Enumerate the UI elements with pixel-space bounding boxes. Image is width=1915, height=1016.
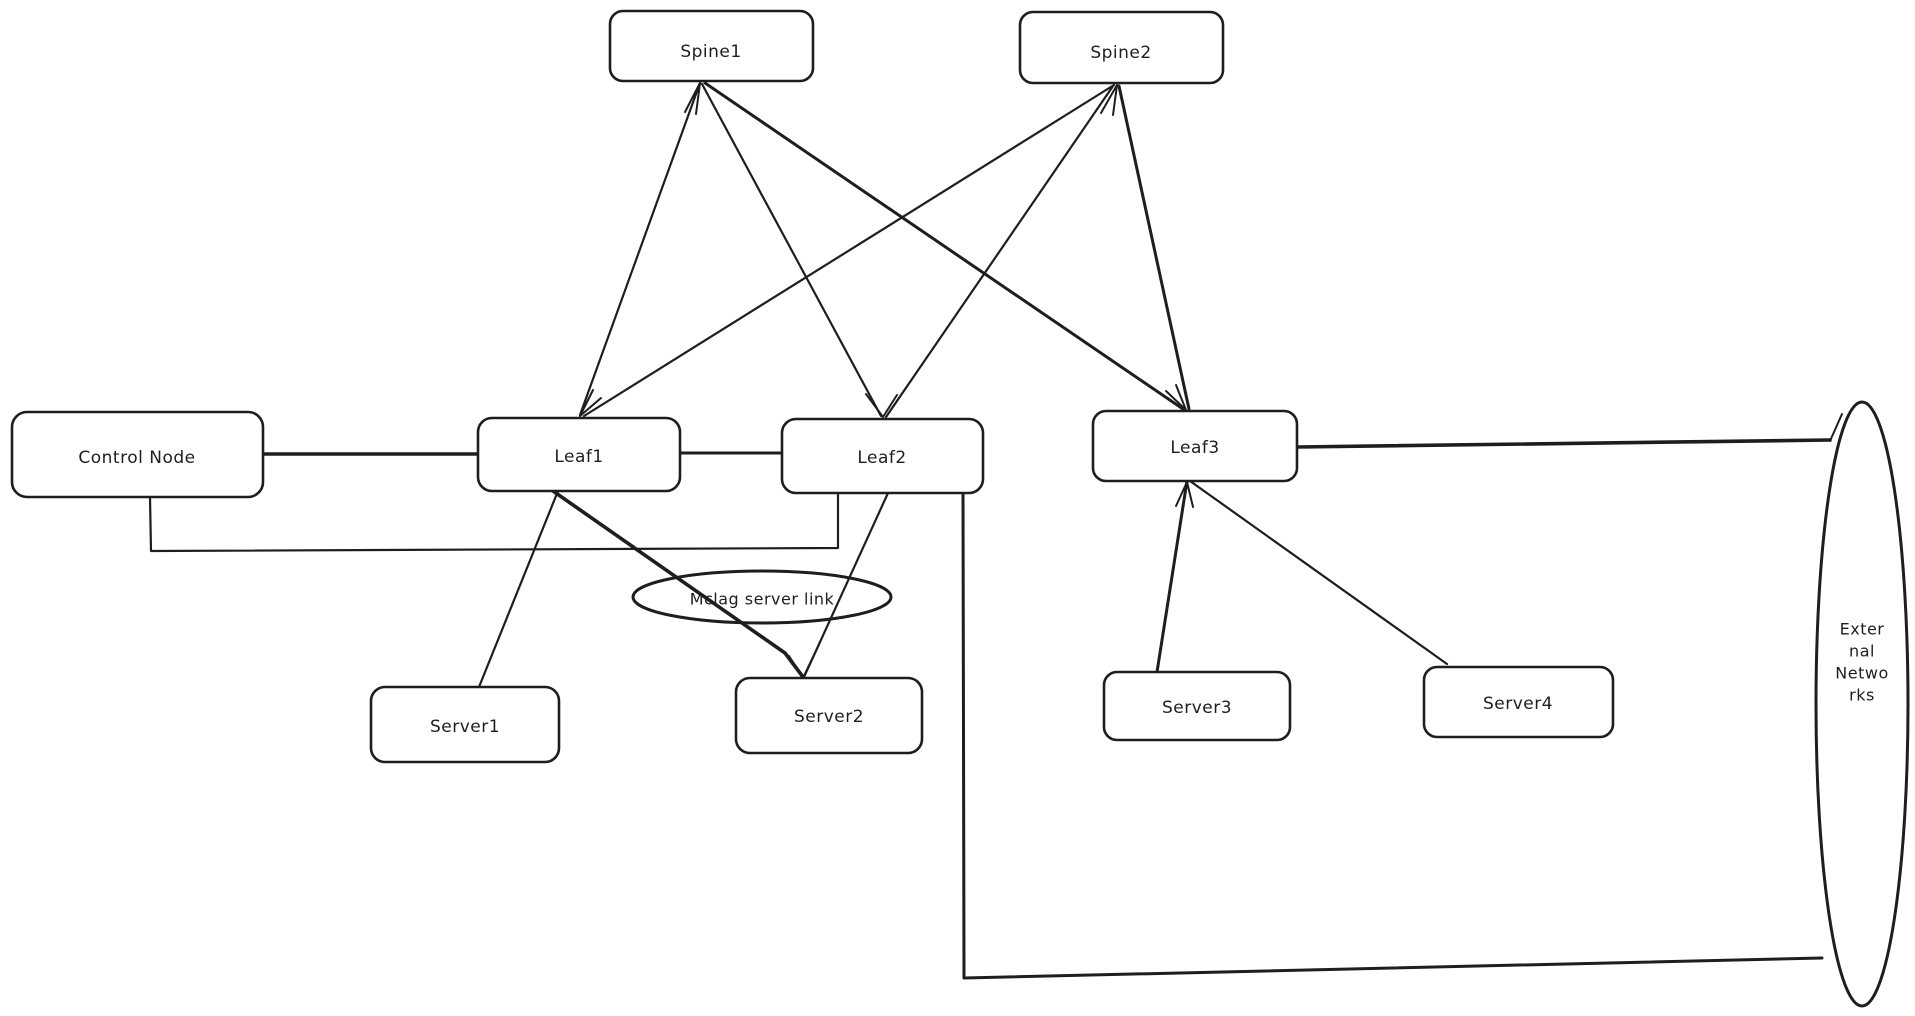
- node-server3: Server3: [1102, 670, 1292, 742]
- edge-leaf3-server3[interactable]: [1155, 479, 1189, 674]
- node-external: Exter nal Netwo rks: [1814, 400, 1910, 1008]
- leaf3-label: Leaf3: [1170, 438, 1219, 458]
- server2-label: Server2: [794, 707, 864, 727]
- spine2-label: Spine2: [1090, 43, 1151, 63]
- node-mclag: Mclag server link: [631, 569, 893, 625]
- edge-spine2-leaf2[interactable]: [884, 84, 1115, 419]
- arrowhead-leaf3-top: [1165, 384, 1187, 411]
- server2-box[interactable]: [734, 676, 924, 755]
- edge-leaf3-server4[interactable]: [1188, 479, 1449, 666]
- external-networks-ellipse[interactable]: [1814, 400, 1910, 1008]
- external-networks-label-line3: Netwo: [1835, 664, 1888, 683]
- edge-spine1-leaf3[interactable]: [703, 81, 1185, 411]
- node-server1: Server1: [369, 685, 561, 764]
- mclag-label: Mclag server link: [690, 590, 835, 609]
- arrowhead-spine2-bottom: [1100, 84, 1118, 116]
- arrowheads-layer: [579, 82, 1843, 679]
- arrowhead-server2-top: [788, 655, 814, 679]
- leaf1-label: Leaf1: [554, 447, 603, 467]
- arrowhead-leaf2-top: [865, 393, 898, 418]
- edge-leaf2-external[interactable]: [961, 491, 1824, 980]
- arrowhead-leaf1-top: [579, 389, 602, 417]
- server1-box[interactable]: [369, 685, 561, 764]
- server3-label: Server3: [1162, 698, 1232, 718]
- leaf3-box[interactable]: [1091, 409, 1299, 483]
- edge-spine1-leaf2[interactable]: [700, 82, 883, 418]
- edge-spine2-leaf1[interactable]: [582, 83, 1116, 418]
- server1-label: Server1: [430, 717, 500, 737]
- edge-leaf1-server2[interactable]: [551, 489, 805, 679]
- node-spine2: Spine2: [1018, 10, 1225, 85]
- server4-box[interactable]: [1422, 665, 1615, 739]
- server4-label: Server4: [1483, 694, 1553, 714]
- external-networks-label-line2: nal: [1849, 642, 1875, 661]
- spine1-box[interactable]: [608, 9, 815, 83]
- leaf1-box[interactable]: [476, 416, 682, 493]
- arrowhead-spine1-bottom: [684, 82, 701, 115]
- leaf2-label: Leaf2: [857, 448, 906, 468]
- node-leaf1: Leaf1: [476, 416, 682, 493]
- arrowhead-leaf3-bottom: [1175, 481, 1194, 508]
- edge-spine1-leaf1[interactable]: [578, 81, 702, 417]
- edge-spine2-leaf3[interactable]: [1117, 84, 1191, 411]
- mclag-ellipse[interactable]: [631, 569, 893, 625]
- edge-leaf1-server1[interactable]: [477, 489, 560, 689]
- server3-box[interactable]: [1102, 670, 1292, 742]
- external-networks-label-line1: Exter: [1840, 620, 1885, 639]
- arrowhead-external-entry: [1829, 413, 1843, 442]
- edges-layer: [148, 81, 1832, 980]
- leaf2-box[interactable]: [780, 417, 985, 495]
- node-server4: Server4: [1422, 665, 1615, 739]
- spine1-label: Spine1: [680, 42, 741, 62]
- edge-control-leaf2[interactable]: [148, 491, 840, 553]
- edge-leaf3-external[interactable]: [1295, 438, 1832, 449]
- control-node-box[interactable]: [10, 410, 265, 499]
- control-node-label: Control Node: [78, 448, 195, 468]
- node-spine1: Spine1: [608, 9, 815, 83]
- node-server2: Server2: [734, 676, 924, 755]
- node-leaf2: Leaf2: [780, 417, 985, 495]
- node-control: Control Node: [10, 410, 265, 499]
- external-networks-label-line4: rks: [1849, 686, 1875, 705]
- node-leaf3: Leaf3: [1091, 409, 1299, 483]
- spine2-box[interactable]: [1018, 10, 1225, 85]
